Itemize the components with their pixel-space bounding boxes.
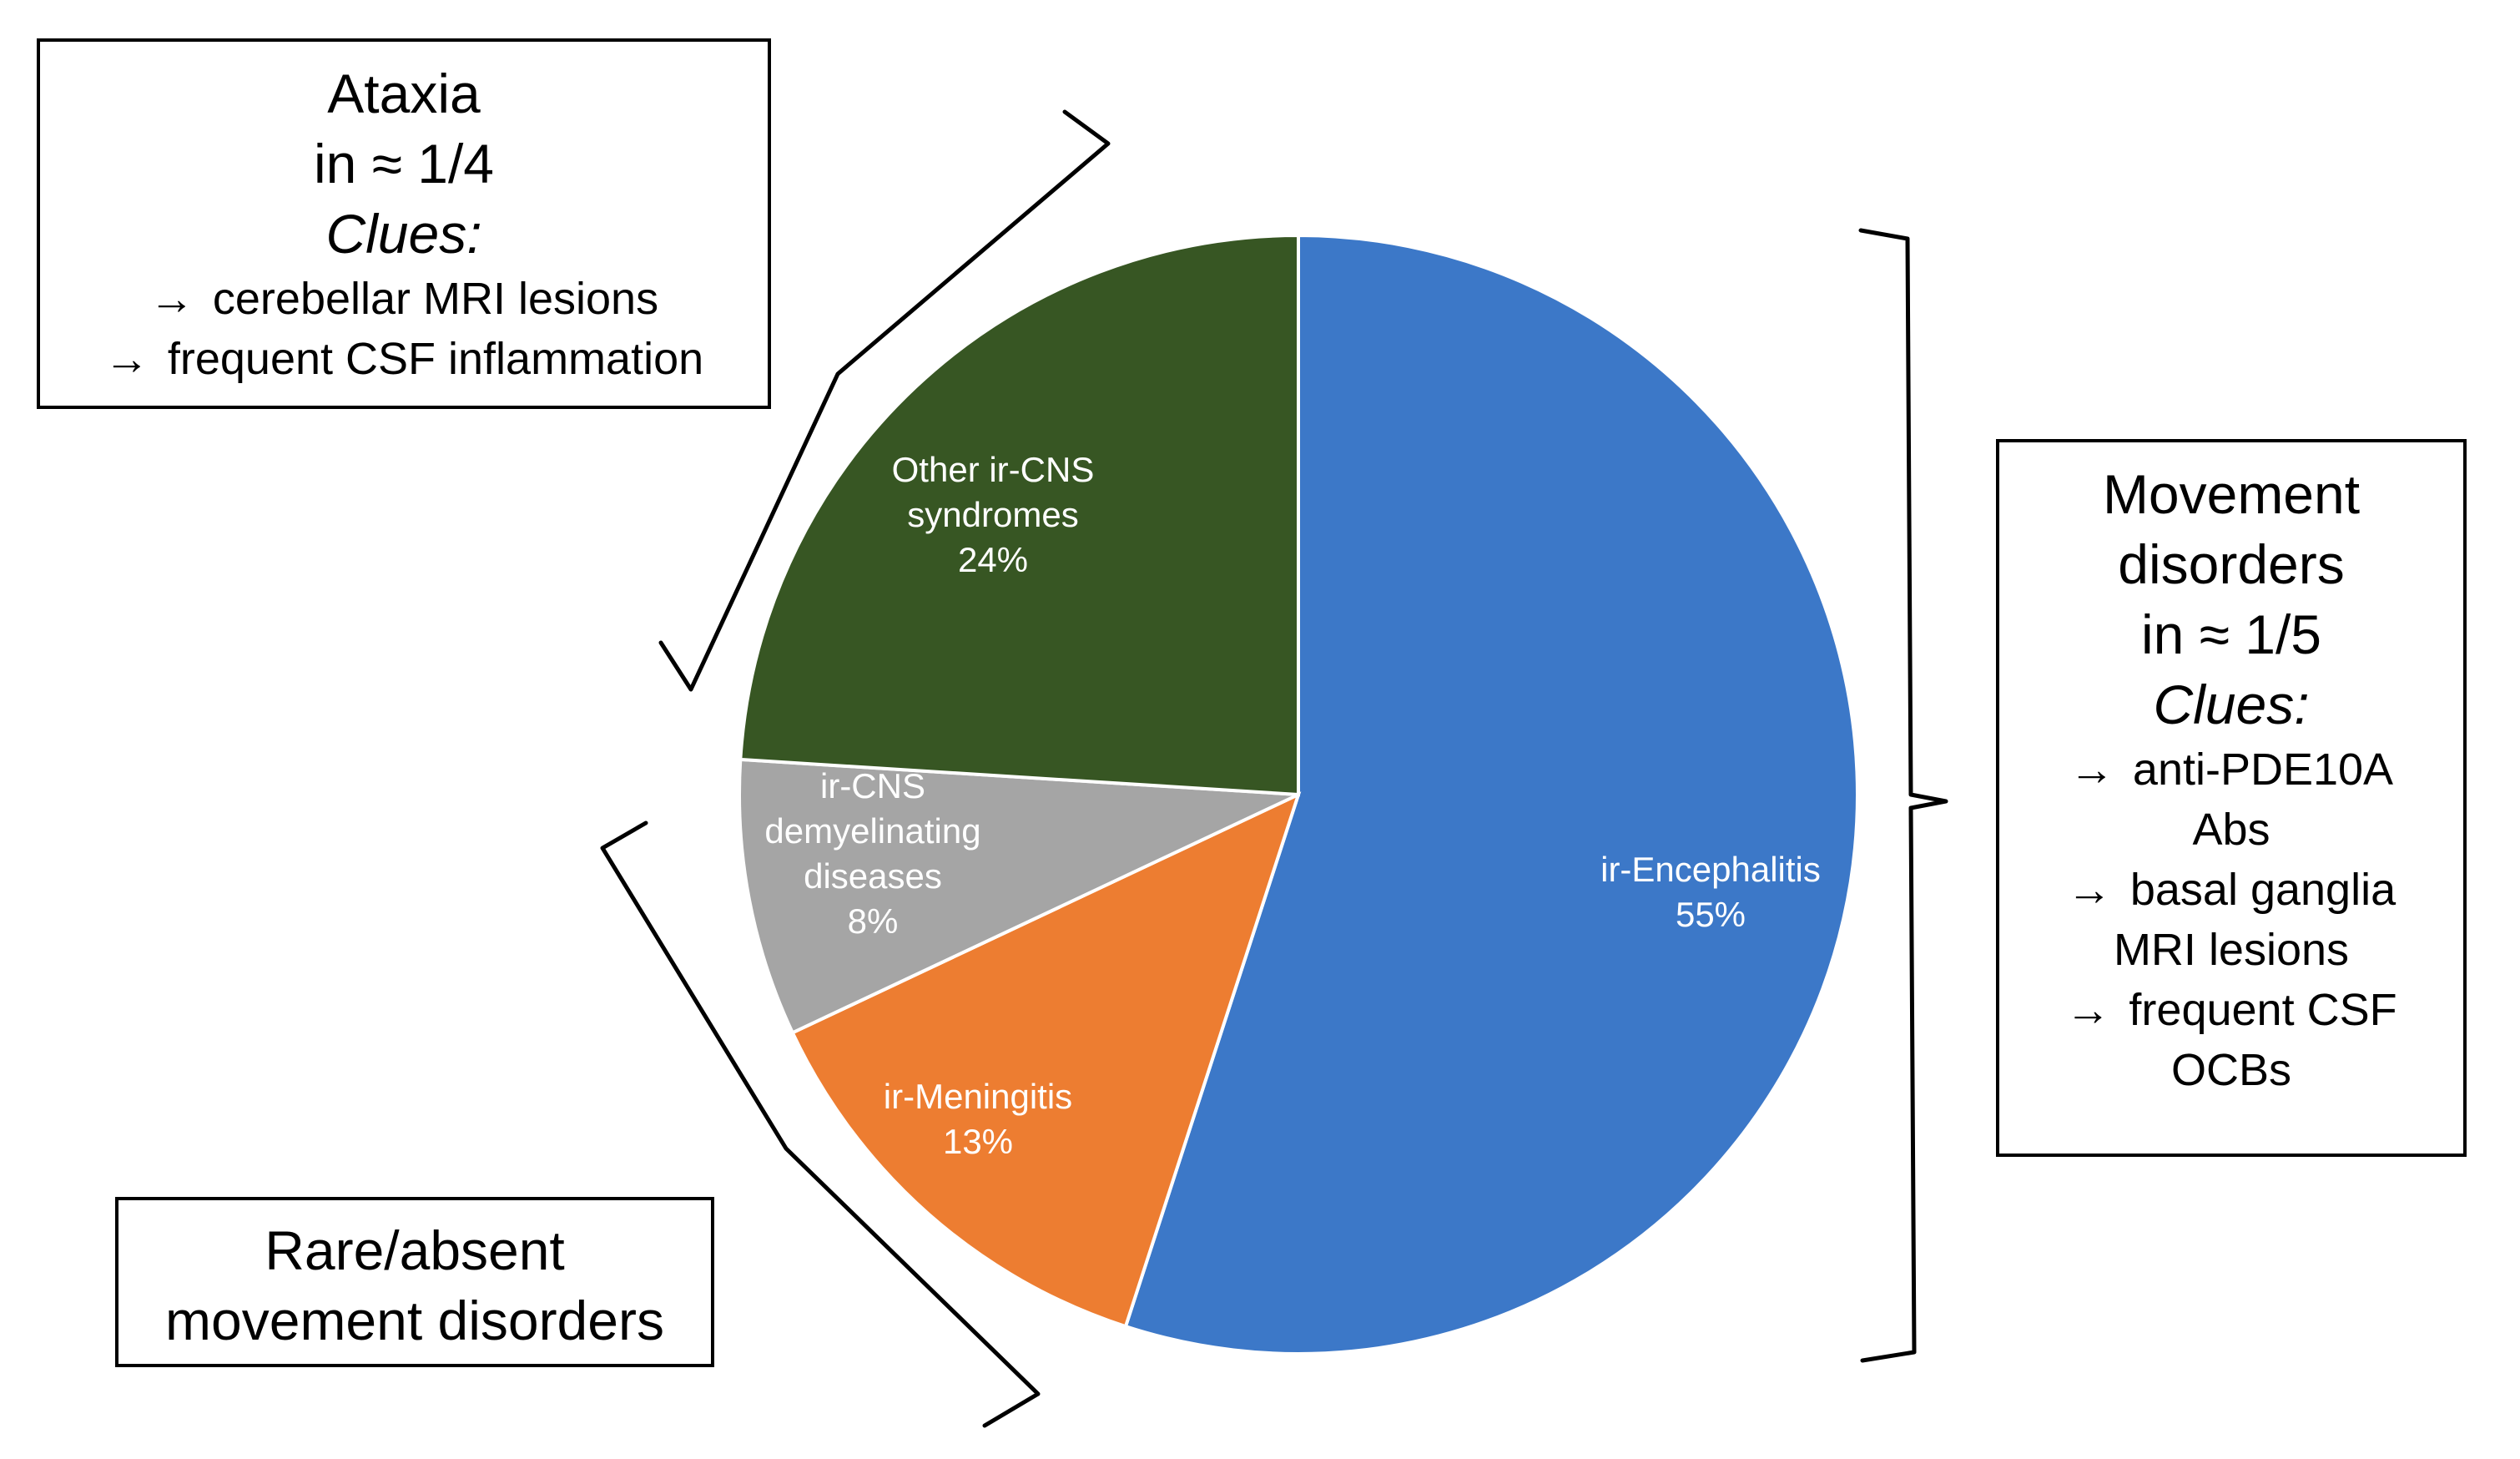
movement-clue-cont: MRI lesions (2113, 925, 2350, 975)
pie-slice (738, 233, 1300, 797)
slice-label: Other ir-CNS (892, 450, 1095, 489)
ataxia-title-line-2: in ≈ 1/4 (313, 133, 494, 194)
pie-slice (790, 791, 1302, 1329)
movement-title-line-1: Movement (2102, 463, 2361, 525)
slice-label: 8% (848, 901, 899, 941)
brace-movement (1858, 228, 1948, 1363)
movement-clue-cont: Abs (2192, 805, 2271, 855)
slice-label: diseases (804, 856, 942, 896)
movement-clues-heading: Clues: (2153, 674, 2310, 735)
arrow-right-icon: → (103, 334, 149, 384)
slice-label: ir-Encephalitis (1600, 850, 1821, 889)
ataxia-clue: → cerebellar MRI lesions (40, 269, 768, 329)
movement-title-line-2: disorders (2118, 533, 2345, 595)
movement-clue: → anti-PDE10A (1999, 740, 2463, 800)
slice-label: demyelinating (764, 811, 980, 851)
movement-annotation-box: Movement disorders in ≈ 1/5 Clues: → anti… (1996, 439, 2467, 1157)
pie-slice (738, 757, 1299, 1035)
arrow-right-icon: → (2069, 745, 2114, 795)
arrow-right-icon: → (2066, 865, 2112, 915)
slice-label: ir-Meningitis (884, 1077, 1072, 1116)
movement-title-line-3: in ≈ 1/5 (2140, 603, 2321, 665)
slice-label: ir-CNS (820, 766, 925, 805)
movement-clue-cont: OCBs (2170, 1045, 2292, 1095)
arrow-right-icon: → (2065, 985, 2111, 1035)
slice-label: 55% (1676, 895, 1746, 934)
slice-label: 24% (958, 540, 1028, 579)
ataxia-clues-heading: Clues: (325, 203, 482, 265)
ataxia-title-line-1: Ataxia (327, 63, 481, 124)
movement-clue: → frequent CSF (1999, 980, 2463, 1040)
brace-rare (600, 820, 1041, 1428)
movement-clue-text: anti-PDE10A (2132, 745, 2394, 795)
rare-title-line-2: movement disorders (165, 1290, 664, 1351)
arrow-right-icon: → (149, 274, 194, 324)
ataxia-clue: → frequent CSF inflammation (40, 329, 768, 389)
pie-slice (1123, 233, 1859, 1356)
ataxia-clue-text: frequent CSF inflammation (167, 334, 704, 384)
slice-label: syndromes (907, 495, 1078, 534)
brace-ataxia (658, 109, 1111, 692)
movement-clue: → basal ganglia (1999, 860, 2463, 920)
movement-clue-text: basal ganglia (2129, 865, 2397, 915)
ataxia-clue-text: cerebellar MRI lesions (212, 274, 659, 324)
rare-title-line-1: Rare/absent (265, 1219, 565, 1281)
slice-label: 13% (943, 1122, 1013, 1161)
ataxia-annotation-box: Ataxia in ≈ 1/4 Clues: → cerebellar MRI l… (37, 38, 771, 409)
rare-annotation-box: Rare/absent movement disorders (115, 1197, 714, 1367)
movement-clue-text: frequent CSF (2129, 985, 2397, 1035)
